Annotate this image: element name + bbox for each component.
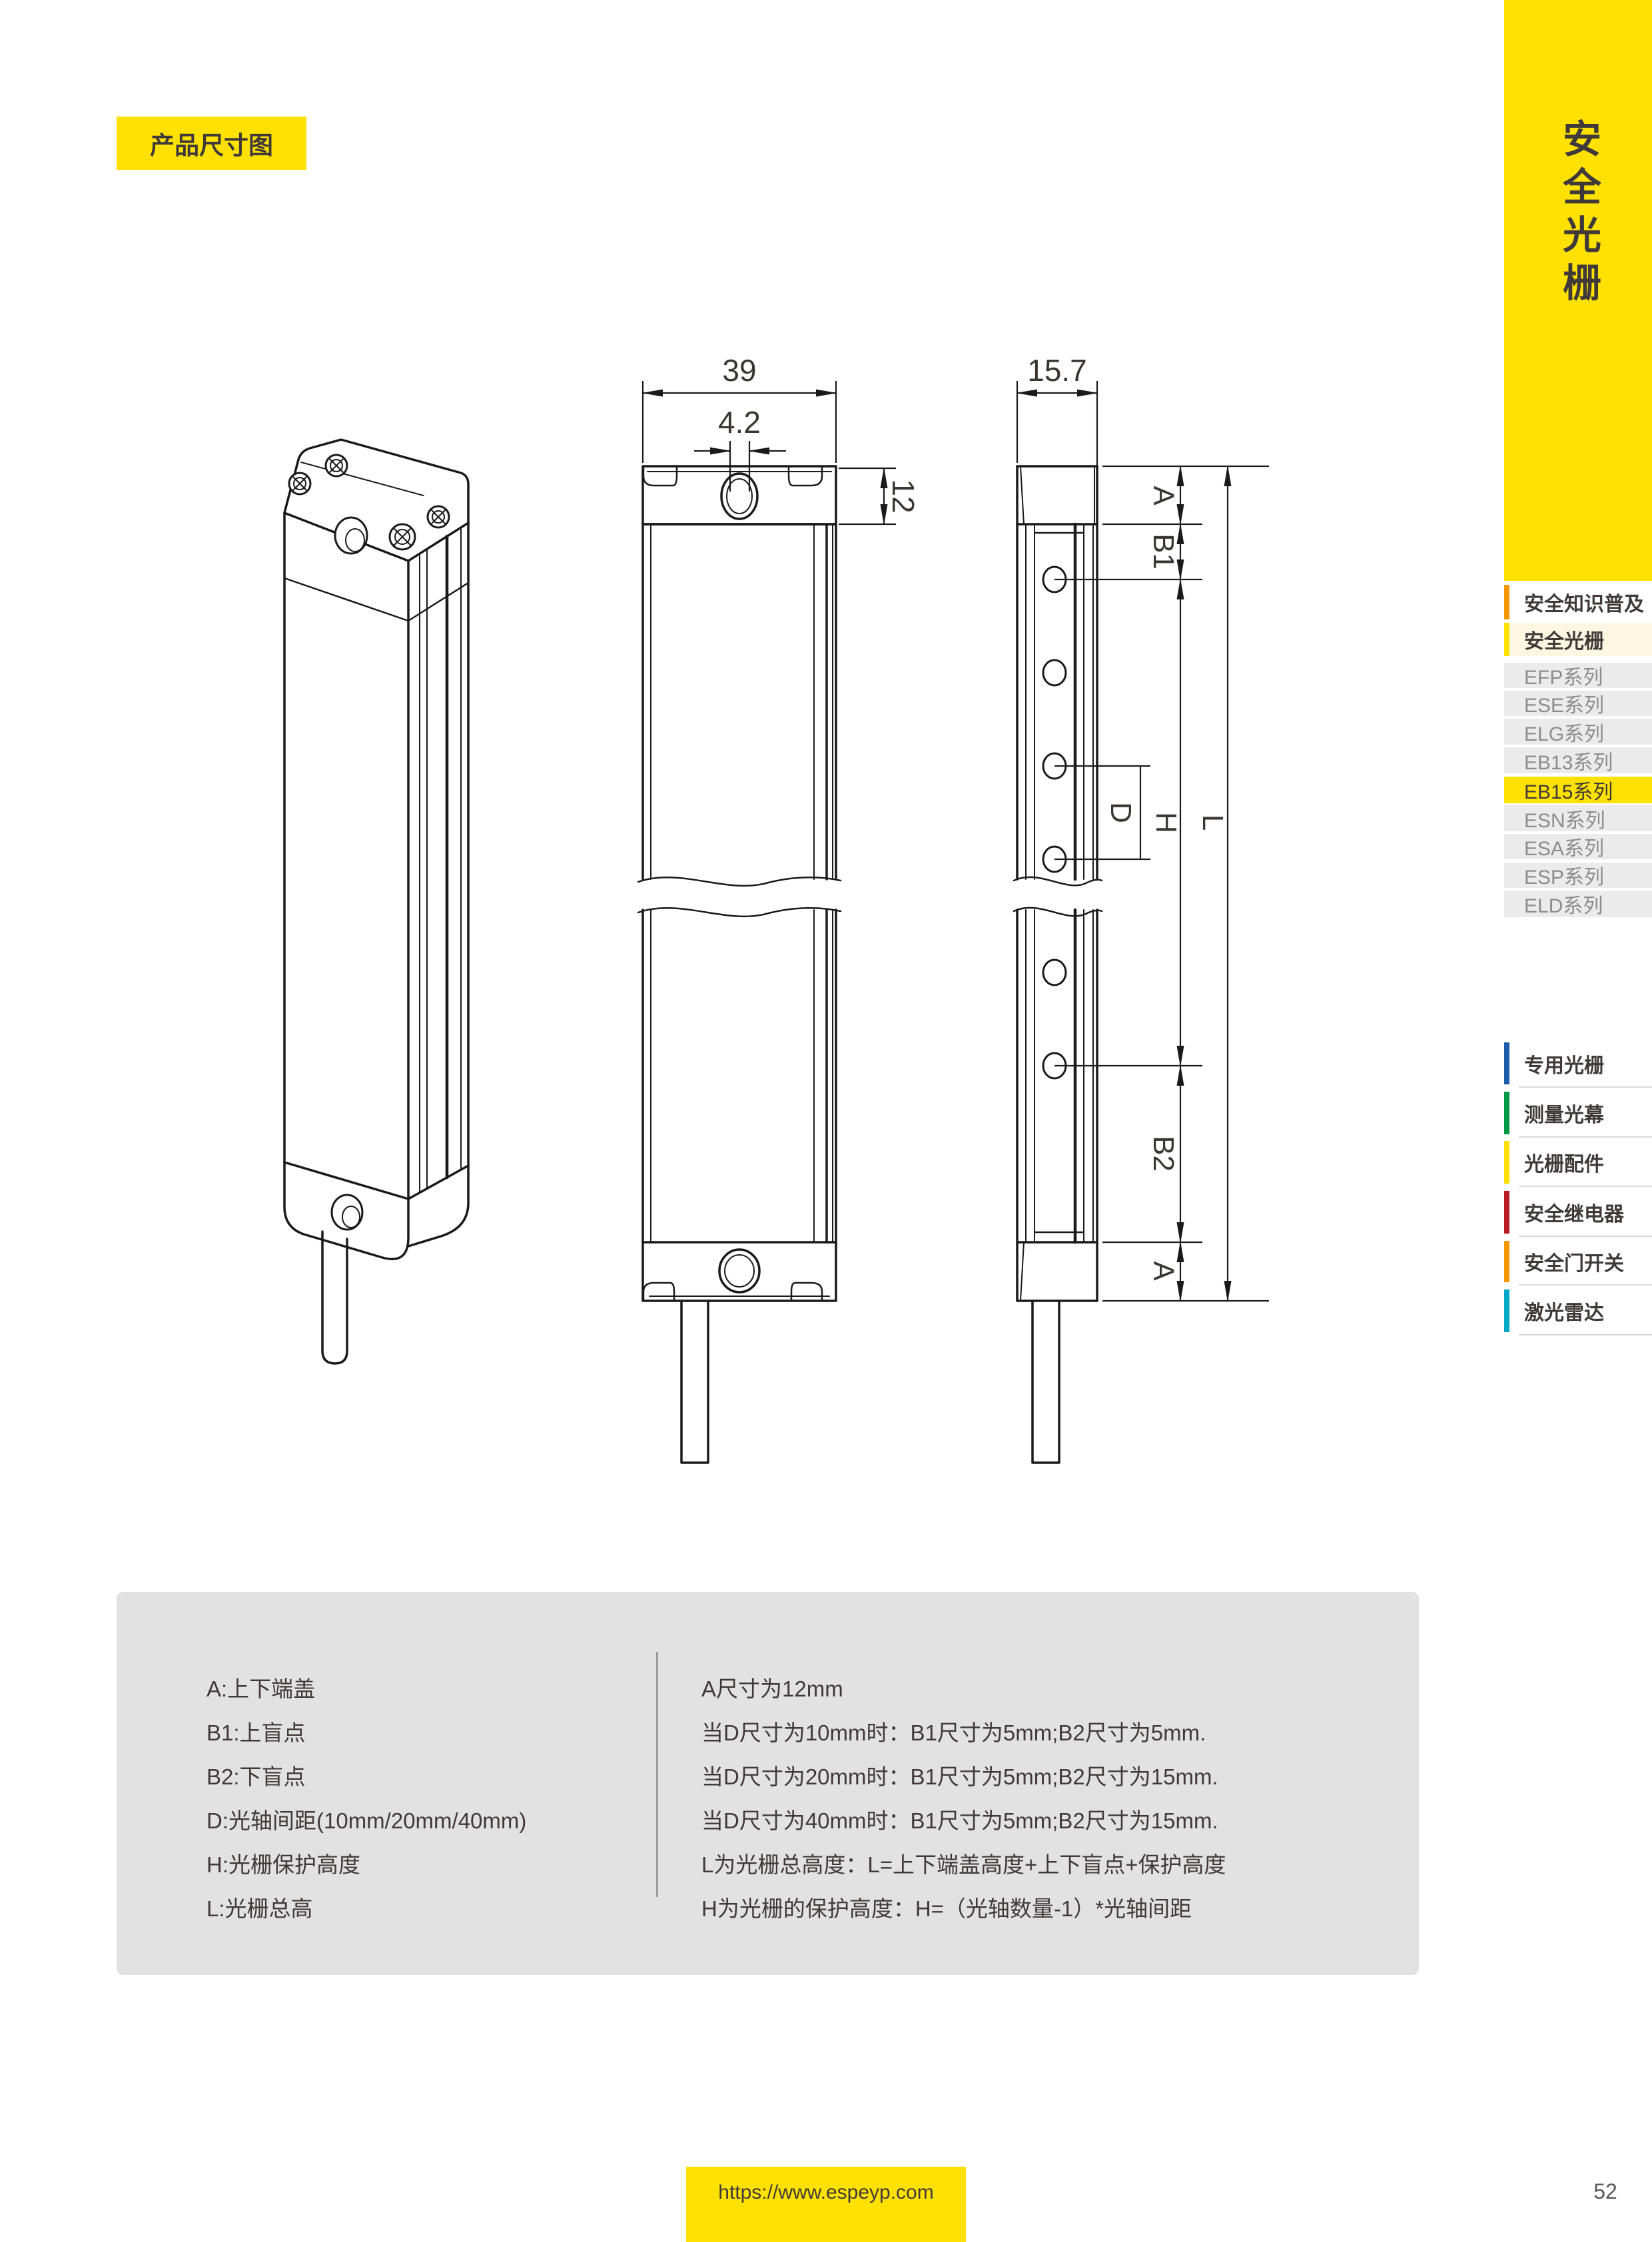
- sidebar-item-efp-series[interactable]: EFP系列: [1504, 663, 1652, 689]
- sidebar-item-special-light-curtain[interactable]: 专用光栅: [1504, 1042, 1652, 1088]
- dim-label-l: L: [1196, 815, 1229, 831]
- legend-item: H为光栅的保护高度：H=（光轴数量-1）*光轴间距: [701, 1896, 1192, 1921]
- sidebar-item-laser-radar[interactable]: 激光雷达: [1504, 1290, 1652, 1335]
- legend-item: 当D尺寸为10mm时：B1尺寸为5mm;B2尺寸为5mm.: [701, 1720, 1206, 1745]
- dim-front-width: 39: [722, 353, 756, 388]
- sidebar-item-measuring-light-curtain[interactable]: 测量光幕: [1504, 1092, 1652, 1138]
- dim-label-b2: B2: [1147, 1136, 1180, 1172]
- sidebar-item-ese-series[interactable]: ESE系列: [1504, 691, 1652, 717]
- screw-icon: [288, 454, 450, 551]
- sidebar-item-elg-series[interactable]: ELG系列: [1504, 719, 1652, 745]
- sidebar-item-safety-light-curtain[interactable]: 安全光栅: [1504, 623, 1652, 656]
- front-view: [637, 465, 842, 1464]
- legend-left-column: A:上下端盖 B1:上盲点 B2:下盲点 D:光轴间距(10mm/20mm/40…: [206, 1667, 526, 1931]
- legend-item: L:光栅总高: [206, 1896, 313, 1921]
- sidebar-item-eb15-series-active[interactable]: EB15系列: [1504, 777, 1652, 803]
- sidebar-item-safety-knowledge[interactable]: 安全知识普及: [1504, 585, 1652, 619]
- legend-item: B1:上盲点: [206, 1720, 306, 1745]
- sidebar-item-safety-door-switch[interactable]: 安全门开关: [1504, 1241, 1652, 1286]
- dim-cap-height: 12: [886, 479, 921, 513]
- side-dimensions: 15.7 D A B1 H L B2 A: [1016, 353, 1269, 1302]
- dim-label-h: H: [1150, 812, 1182, 833]
- legend-item: H:光栅保护高度: [206, 1852, 360, 1877]
- page-number: 52: [1593, 2179, 1617, 2203]
- dim-label-a-top: A: [1147, 486, 1180, 506]
- category-banner: 安全光栅: [1504, 0, 1652, 581]
- sidebar-item-esp-series[interactable]: ESP系列: [1504, 863, 1652, 889]
- dim-label-b1: B1: [1147, 534, 1180, 569]
- dim-hole-pitch: 4.2: [718, 405, 761, 440]
- sidebar-item-esa-series[interactable]: ESA系列: [1504, 834, 1652, 860]
- sidebar-item-safety-relay[interactable]: 安全继电器: [1504, 1191, 1652, 1237]
- sidebar-item-light-curtain-accessories[interactable]: 光栅配件: [1504, 1141, 1652, 1187]
- isometric-view: [283, 438, 470, 1365]
- legend-item: 当D尺寸为40mm时：B1尺寸为5mm;B2尺寸为15mm.: [701, 1808, 1218, 1833]
- category-banner-title: 安全光栅: [1557, 119, 1600, 310]
- dim-label-d: D: [1104, 802, 1137, 823]
- legend-item: 当D尺寸为20mm时：B1尺寸为5mm;B2尺寸为15mm.: [701, 1764, 1218, 1789]
- sidebar-item-esn-series[interactable]: ESN系列: [1504, 805, 1652, 832]
- legend-item: B2:下盲点: [206, 1764, 306, 1789]
- legend-divider: [656, 1652, 658, 1897]
- dim-side-width: 15.7: [1027, 353, 1087, 388]
- legend-item: D:光轴间距(10mm/20mm/40mm): [206, 1808, 527, 1833]
- side-cable: [1031, 1300, 1060, 1464]
- section-badge: 产品尺寸图: [117, 117, 306, 170]
- footer-url[interactable]: https://www.espeyp.com: [686, 2167, 966, 2242]
- legend-box: A:上下端盖 B1:上盲点 B2:下盲点 D:光轴间距(10mm/20mm/40…: [117, 1592, 1419, 1975]
- legend-right-column: A尺寸为12mm 当D尺寸为10mm时：B1尺寸为5mm;B2尺寸为5mm. 当…: [701, 1667, 1226, 1931]
- legend-item: A尺寸为12mm: [701, 1677, 843, 1701]
- legend-item: A:上下端盖: [206, 1677, 316, 1701]
- sidebar-item-eb13-series[interactable]: EB13系列: [1504, 747, 1652, 774]
- front-dimensions: 39 4.2 12: [641, 353, 921, 526]
- sidebar-item-eld-series[interactable]: ELD系列: [1504, 891, 1652, 917]
- side-view: [1013, 465, 1103, 1302]
- legend-item: L为光栅总高度：L=上下端盖高度+上下盲点+保护高度: [701, 1852, 1226, 1877]
- dim-label-a-bottom: A: [1147, 1261, 1180, 1281]
- dimension-drawing: 39 4.2 12: [283, 353, 1269, 1464]
